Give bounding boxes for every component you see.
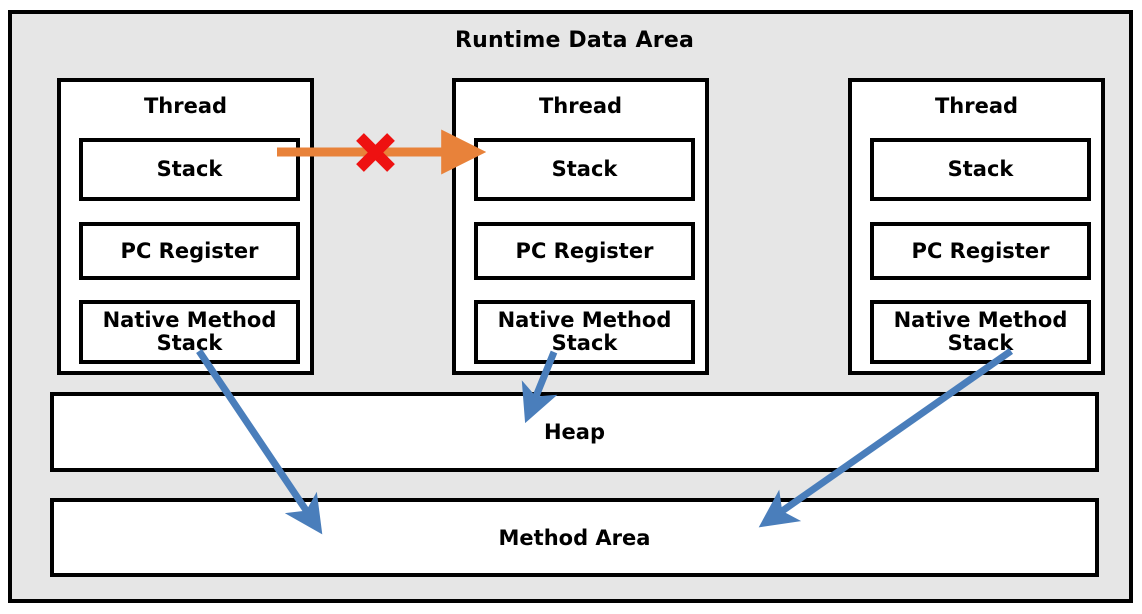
thread-2-stack-box: Stack <box>474 138 695 201</box>
thread-3-native-method-stack-box: Native Method Stack <box>870 300 1091 364</box>
thread-box-2: Thread Stack PC Register Native Method S… <box>452 78 709 375</box>
page-title: Runtime Data Area <box>455 28 694 53</box>
thread-2-pc-register-box: PC Register <box>474 222 695 280</box>
heap-box: Heap <box>50 392 1099 472</box>
thread-title-2: Thread <box>538 94 623 118</box>
thread-box-1: Thread Stack PC Register Native Method S… <box>57 78 314 375</box>
thread-1-pc-register-box: PC Register <box>79 222 300 280</box>
method-area-box: Method Area <box>50 498 1099 577</box>
runtime-data-area-container: Runtime Data Area Thread Stack PC Regist… <box>8 10 1133 603</box>
thread-1-stack-box: Stack <box>79 138 300 201</box>
thread-title-3: Thread <box>934 94 1019 118</box>
thread-1-native-method-stack-box: Native Method Stack <box>79 300 300 364</box>
thread-3-stack-box: Stack <box>870 138 1091 201</box>
thread-3-pc-register-box: PC Register <box>870 222 1091 280</box>
thread-title-1: Thread <box>143 94 228 118</box>
thread-2-native-method-stack-box: Native Method Stack <box>474 300 695 364</box>
thread-box-3: Thread Stack PC Register Native Method S… <box>848 78 1105 375</box>
